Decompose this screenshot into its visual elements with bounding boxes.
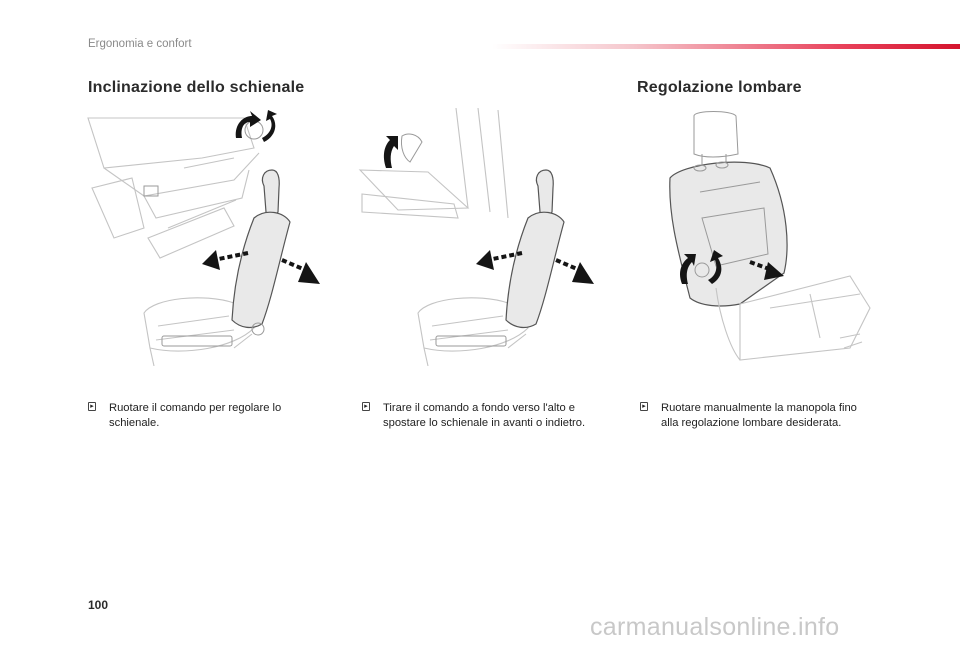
- heading-lumbar-adjustment: Regolazione lombare: [637, 79, 802, 96]
- bullet-icon: ▸: [88, 402, 96, 411]
- section-header: Ergonomia e confort: [88, 38, 192, 50]
- figure-lumbar-knob: [669, 111, 871, 361]
- watermark: carmanualsonline.info: [590, 613, 840, 641]
- bullet-icon: ▸: [640, 402, 648, 411]
- figure-lever-backrest-control: [358, 108, 594, 366]
- heading-backrest-tilt: Inclinazione dello schienale: [88, 79, 305, 96]
- instruction-text: Ruotare il comando per regolare lo schie…: [109, 402, 282, 429]
- instruction-text: Ruotare manualmente la manopola fino all…: [661, 402, 857, 429]
- page-number: 100: [88, 598, 109, 612]
- figure-rotary-backrest-control: [87, 110, 320, 366]
- bullet-icon: ▸: [362, 402, 370, 411]
- header-accent-bar: [492, 44, 960, 49]
- instruction-text: Tirare il comando a fondo verso l'alto e…: [383, 402, 586, 429]
